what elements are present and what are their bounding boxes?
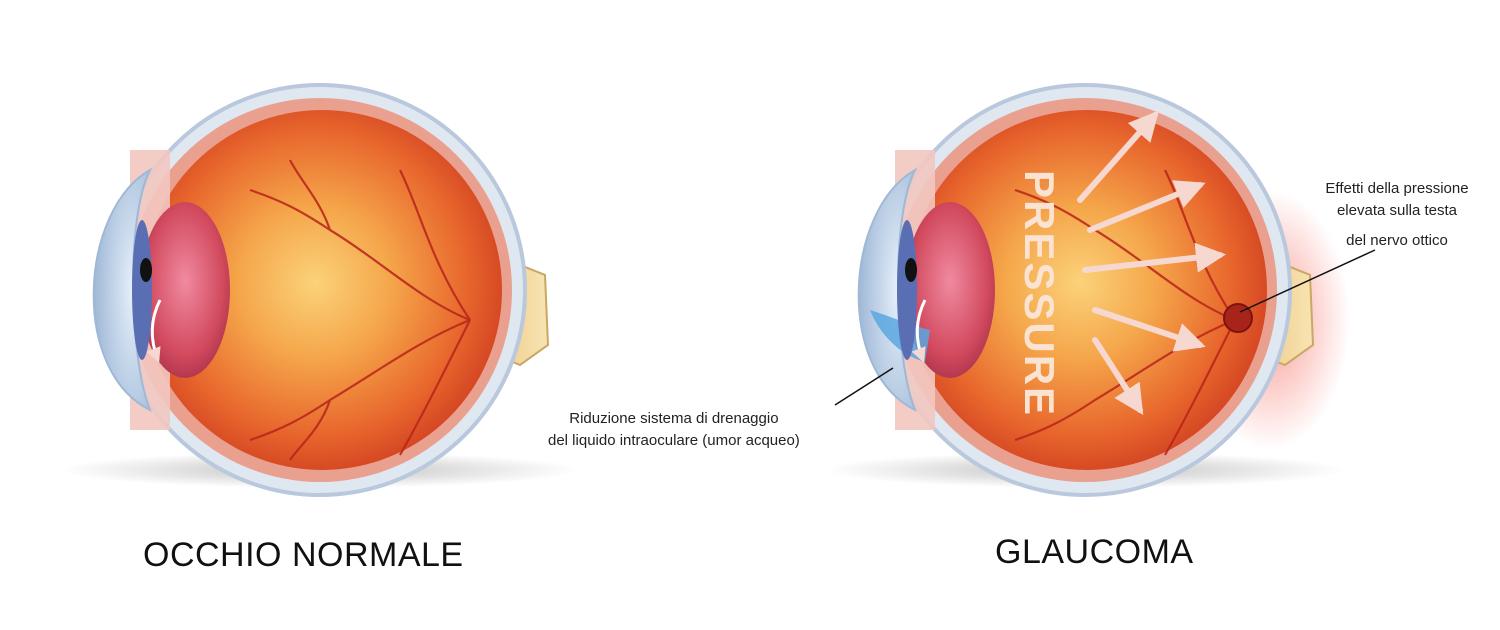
glaucoma-iris: [897, 220, 917, 360]
drainage-callout-line: [834, 367, 894, 406]
drainage-callout-line2: del liquido intraoculare (umor acqueo): [548, 432, 800, 449]
drainage-callout-line1: Riduzione sistema di drenaggio: [569, 410, 779, 427]
drainage-callout: Riduzione sistema di drenaggio del liqui…: [548, 408, 800, 452]
glaucoma-fluid-flow-arrow: [911, 299, 927, 363]
normal-iris: [132, 220, 152, 360]
pressure-arrow: [1092, 307, 1206, 352]
optic-nerve-callout: Effetti della pressione elevata sulla te…: [1312, 178, 1482, 252]
pressure-arrow: [1092, 337, 1144, 416]
optic-nerve-callout-line1: Effetti della pressione: [1325, 180, 1469, 197]
glaucoma-pupil: [905, 258, 917, 282]
pressure-arrow: [1077, 110, 1159, 203]
pressure-word: PRESSURE: [1016, 170, 1063, 417]
optic-nerve-callout-line3: del nervo ottico: [1346, 232, 1448, 249]
normal-pupil: [140, 258, 152, 282]
normal-blood-vessels: [249, 159, 471, 461]
pressure-arrows: [1077, 110, 1226, 416]
optic-nerve-callout-line: [1239, 249, 1376, 313]
normal-fluid-flow-arrow: [146, 299, 162, 363]
normal-eye-illustration: [60, 83, 580, 497]
optic-nerve-callout-line2: elevata sulla testa: [1336, 202, 1458, 219]
damaged-optic-disc: [1223, 303, 1253, 333]
glaucoma-eye-illustration: PRESSURE: [825, 83, 1376, 497]
normal-lens: [140, 202, 230, 378]
glaucoma-title: GLAUCOMA: [995, 533, 1194, 571]
pressure-arrow: [1087, 180, 1206, 233]
normal-eye-title: OCCHIO NORMALE: [143, 536, 464, 574]
pressure-arrow: [1082, 242, 1226, 273]
